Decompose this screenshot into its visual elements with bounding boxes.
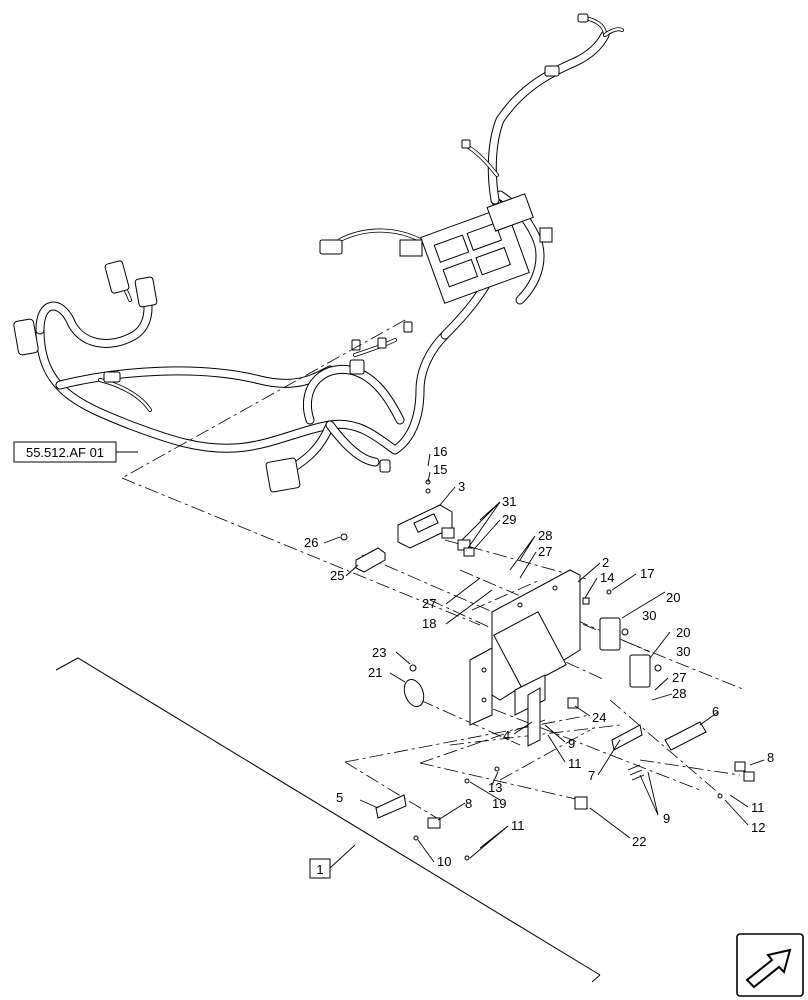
- part-29-fuse: [463, 547, 475, 557]
- callout-30b: 30: [676, 644, 690, 659]
- callout-5: 5: [336, 790, 343, 805]
- callout-9: 9: [568, 736, 575, 751]
- reference-box[interactable]: 55.512.AF 01: [13, 441, 117, 463]
- part-30-nut-b: [654, 664, 662, 672]
- callout-26: 26: [304, 535, 318, 550]
- part-7-fuse-holder: [611, 724, 643, 751]
- callout-11: 11: [568, 756, 582, 771]
- part-11-screw: [464, 855, 470, 861]
- part-24-clip: [567, 697, 579, 709]
- callout-23: 23: [372, 645, 386, 660]
- callout-27c: 27: [672, 670, 686, 685]
- part-2-mounting-plate: [469, 569, 581, 726]
- part-13-screw: [494, 766, 500, 772]
- group-box: 1: [309, 858, 331, 879]
- callout-28b: 28: [672, 686, 686, 701]
- callout-17: 17: [640, 566, 654, 581]
- callout-7: 7: [588, 768, 595, 783]
- callouts: 16 15 3 31 29 28 27 26 25 2 14 17 27 18 …: [304, 444, 774, 869]
- callout-9b: 9: [663, 811, 670, 826]
- leader-lines: [116, 451, 765, 869]
- callout-12: 12: [751, 820, 765, 835]
- part-5-fuse-holder: [375, 794, 407, 819]
- callout-10: 10: [437, 854, 451, 869]
- callout-19: 19: [492, 796, 506, 811]
- callout-2: 2: [602, 555, 609, 570]
- callout-3: 3: [458, 479, 465, 494]
- part-21-cable-tie: [403, 678, 425, 708]
- callout-15: 15: [433, 462, 447, 477]
- part-31-relay-a: [441, 527, 455, 539]
- callout-22: 22: [632, 834, 646, 849]
- wire-harness: [13, 13, 624, 493]
- harness-connectors: [13, 13, 589, 493]
- part-14-clip: [582, 597, 590, 605]
- part-19-screw: [464, 778, 470, 784]
- callout-24: 24: [592, 710, 606, 725]
- callout-6: 6: [712, 704, 719, 719]
- callout-21: 21: [368, 665, 382, 680]
- callout-11c: 11: [511, 818, 525, 833]
- callout-20b: 20: [676, 625, 690, 640]
- callout-14: 14: [600, 570, 614, 585]
- group-label: 1: [316, 862, 323, 877]
- part-17-screw: [606, 589, 612, 595]
- part-20-relay-b: [629, 654, 651, 688]
- callout-13: 13: [488, 780, 502, 795]
- callout-11b: 11: [751, 800, 765, 815]
- harness-central-block: [399, 193, 553, 304]
- callout-4: 4: [503, 728, 510, 743]
- part-25-bracket: [355, 547, 386, 573]
- callout-20: 20: [666, 590, 680, 605]
- part-8-fuse-a: [734, 761, 746, 772]
- callout-27b: 27: [422, 596, 436, 611]
- part-20-relay-a: [599, 617, 621, 651]
- navigation-arrow-icon[interactable]: [736, 933, 804, 997]
- part-26-screw: [340, 533, 348, 541]
- part-10-screw: [413, 835, 419, 841]
- callout-16: 16: [433, 444, 447, 459]
- part-4-bracket: [527, 687, 541, 747]
- callout-29: 29: [502, 512, 516, 527]
- callout-28: 28: [538, 528, 552, 543]
- part-8-fuse-c: [427, 817, 441, 829]
- part-22-relay: [574, 796, 588, 810]
- part-23-clip: [409, 664, 417, 672]
- callout-30: 30: [642, 608, 656, 623]
- callout-31: 31: [502, 494, 516, 509]
- part-9-terminals: [627, 764, 645, 781]
- callout-18: 18: [422, 616, 436, 631]
- callout-25: 25: [330, 568, 344, 583]
- reference-label: 55.512.AF 01: [26, 445, 104, 460]
- callout-8: 8: [767, 750, 774, 765]
- part-12-screw: [717, 793, 723, 799]
- group-bracket-line: [55, 657, 601, 976]
- callout-8b: 8: [465, 796, 472, 811]
- callout-27: 27: [538, 544, 552, 559]
- part-6-fuse-block: [664, 721, 707, 751]
- part-30-nut-a: [621, 628, 629, 636]
- part-8-fuse-b: [743, 771, 755, 782]
